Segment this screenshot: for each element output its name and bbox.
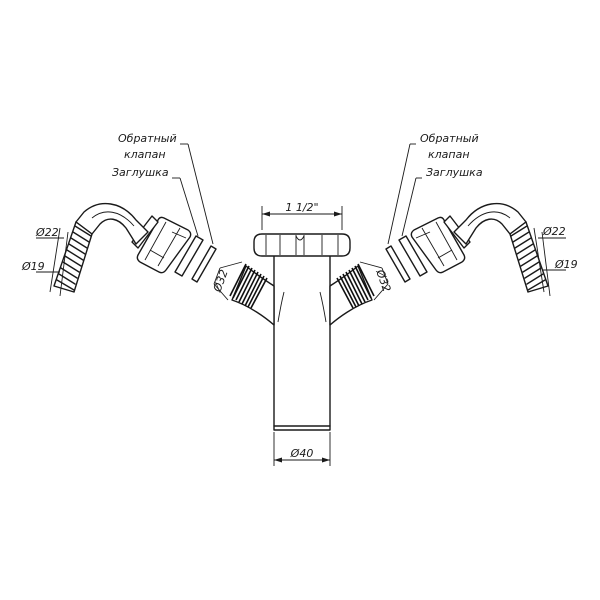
left-elbow-hose xyxy=(53,202,159,293)
right-elbow-hose xyxy=(443,202,549,293)
right-check-valve-line2: клапан xyxy=(428,148,470,161)
left-check-valve-disc xyxy=(174,235,204,277)
right-branch-diameter-label: Ø32 xyxy=(373,267,393,294)
right-hose-outer-label: Ø22 xyxy=(542,225,566,238)
left-plug-label: Заглушка xyxy=(112,166,169,179)
top-thread-label: 1 1/2" xyxy=(285,201,318,214)
right-plug-label: Заглушка xyxy=(426,166,483,179)
left-branch-diameter-label: Ø32 xyxy=(210,268,230,295)
left-check-valve-line1: Обратный xyxy=(118,132,177,145)
bottom-diameter-label: Ø40 xyxy=(290,447,314,460)
top-thread-dimension: 1 1/2" xyxy=(261,201,343,230)
left-check-valve-line2: клапан xyxy=(124,148,166,161)
right-hose-dimensions: Ø22 Ø19 xyxy=(533,225,578,297)
right-check-valve-line1: Обратный xyxy=(420,132,479,145)
right-check-valve-disc xyxy=(398,235,428,277)
right-branch-thread xyxy=(336,263,375,309)
left-hose-outer-label: Ø22 xyxy=(35,226,59,239)
left-branch-thread xyxy=(229,263,268,309)
right-plug-disc xyxy=(385,245,411,283)
left-hose-dimensions: Ø22 Ø19 xyxy=(21,226,69,297)
left-hose-ribs xyxy=(56,225,92,291)
left-labels: Обратный клапан Заглушка xyxy=(112,132,214,245)
left-union-nut xyxy=(136,216,192,274)
right-union-nut xyxy=(410,216,466,274)
left-plug-disc xyxy=(191,245,217,283)
right-hose-inner-label: Ø19 xyxy=(554,258,578,271)
right-hose-ribs xyxy=(510,225,546,291)
bottom-diameter-dimension: Ø40 xyxy=(273,432,331,466)
right-labels: Обратный клапан Заглушка xyxy=(387,132,483,245)
left-hose-inner-label: Ø19 xyxy=(21,260,45,273)
top-union-nut xyxy=(253,233,351,257)
